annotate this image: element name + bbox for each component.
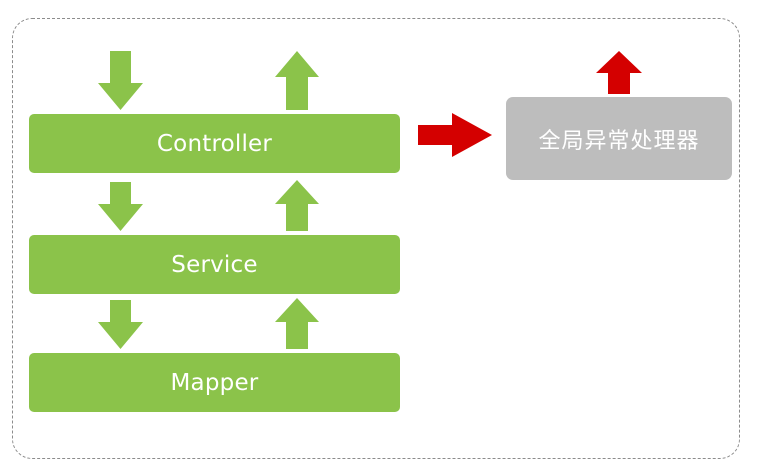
up-arrow-out-of-controller	[275, 51, 319, 110]
controller-label: Controller	[156, 130, 273, 157]
exception-arrow-up	[596, 51, 642, 94]
up-arrow-service-to-controller	[275, 180, 319, 231]
down-arrow-service-to-mapper	[98, 300, 143, 349]
service-label: Service	[171, 251, 258, 278]
diagram-frame	[12, 18, 740, 459]
global-exception-handler-label: 全局异常处理器	[538, 128, 700, 154]
service-layer: Service	[29, 235, 400, 294]
global-exception-handler-box: 全局异常处理器	[506, 97, 732, 180]
controller-layer: Controller	[29, 114, 400, 173]
mapper-label: Mapper	[170, 369, 259, 396]
up-arrow-mapper-to-service	[275, 298, 319, 349]
mapper-layer: Mapper	[29, 353, 400, 412]
down-arrow-into-controller	[98, 51, 143, 110]
exception-arrow-right	[418, 113, 492, 157]
down-arrow-controller-to-service	[98, 182, 143, 231]
